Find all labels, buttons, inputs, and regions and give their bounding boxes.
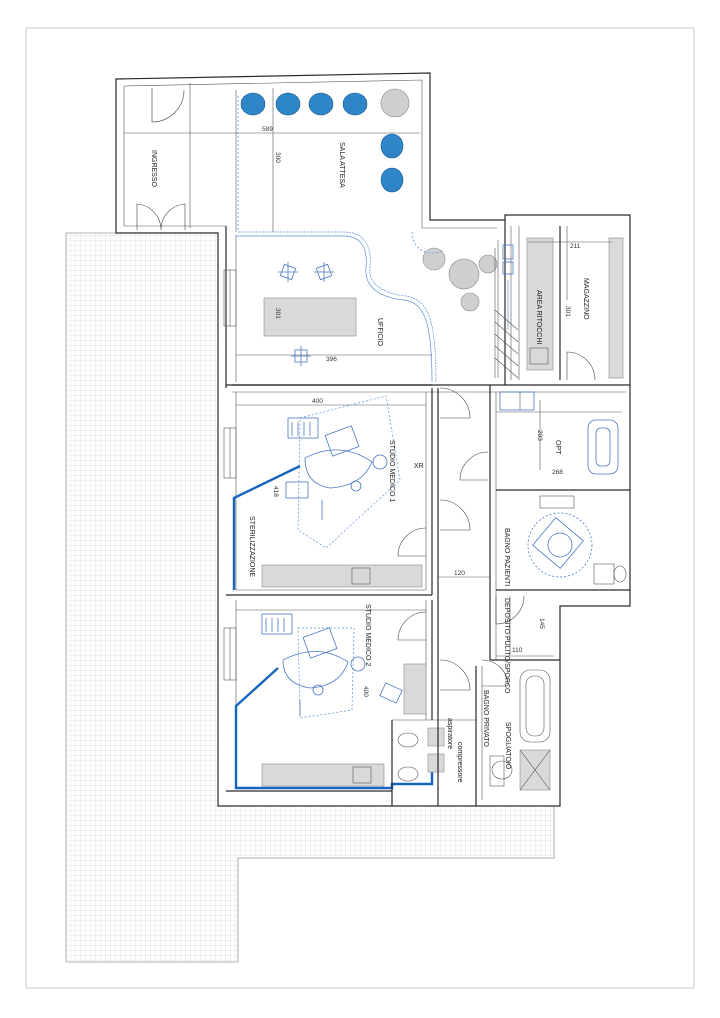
bagno-privato-door[interactable] — [481, 659, 509, 687]
magazzino-shelf — [608, 237, 624, 379]
deposito-door[interactable] — [495, 595, 525, 625]
corridor-door-3[interactable] — [439, 499, 471, 531]
dim-deposito-width: 110 — [512, 647, 523, 654]
label-aspiratore: aspiratore — [446, 718, 453, 749]
office-desk — [263, 297, 357, 337]
label-bagno-pazienti: BAGNO PAZIENTI — [503, 528, 510, 586]
label-magazzino: MAGAZZINO — [582, 278, 589, 320]
studio1-door[interactable] — [397, 527, 427, 557]
dim-ufficio-desk: 301 — [274, 308, 281, 319]
dim-studio1-depth: 418 — [272, 486, 279, 497]
corridor-door-4[interactable] — [439, 659, 471, 691]
label-area-ritocchi: AREA RITOCCHI — [535, 290, 542, 344]
technical-fixtures — [397, 727, 445, 782]
glass-partition — [236, 235, 433, 383]
dental-unit-2 — [261, 613, 403, 719]
opt-sink — [499, 391, 535, 411]
dim-magazzino-depth: 301 — [564, 306, 571, 317]
dim-deposito-depth: 145 — [538, 618, 545, 629]
dim-opt-width: 268 — [552, 469, 563, 476]
dim-sala-width: 589 — [262, 126, 273, 133]
studio1-counter — [261, 564, 423, 588]
ingresso-double-door[interactable] — [136, 203, 186, 231]
entrance-door[interactable] — [151, 88, 185, 123]
suction-pipe-1 — [232, 464, 301, 590]
shower-tray — [519, 749, 551, 791]
side-table — [380, 88, 410, 118]
opt-machine — [587, 419, 619, 475]
wheelchair-toilet — [527, 512, 593, 578]
corridor-door-2[interactable] — [459, 451, 489, 481]
bathtub — [519, 669, 551, 743]
label-studio-medico-1: STUDIO MEDICO 1 — [388, 440, 395, 502]
round-tables — [422, 247, 498, 312]
studio2-counter — [261, 763, 385, 787]
hatched-area — [494, 309, 519, 379]
dim-magazzino-width: 211 — [570, 243, 581, 250]
label-bagno-privato: BAGNO PRIVATO — [482, 690, 489, 747]
waiting-chairs — [240, 92, 404, 193]
label-ingresso: INGRESSO — [150, 150, 157, 188]
building-outline[interactable] — [115, 72, 631, 807]
office-chairs — [278, 262, 334, 366]
label-ufficio: UFFICIO — [376, 318, 383, 347]
dim-ufficio-width: 396 — [326, 356, 337, 363]
studio1-xray: XR — [414, 463, 424, 470]
dental-unit-1 — [285, 395, 401, 549]
dim-studio1-width: 400 — [312, 398, 323, 405]
label-opt: OPT — [554, 440, 561, 455]
label-sala-attesa: SALA ATTESA — [338, 142, 345, 188]
label-bagno-pazienti-text: BAGNO PAZIENTI — [503, 528, 510, 586]
corridor-door-1[interactable] — [439, 387, 471, 419]
dim-opt-depth: 203 — [536, 430, 543, 441]
dim-studio2-depth: 400 — [362, 686, 369, 697]
spogliatoio-sink — [489, 755, 513, 787]
label-compressore: compressore — [456, 742, 463, 783]
label-studio-medico-2: STUDIO MEDICO 2 — [364, 604, 371, 666]
label-deposito: DEPOSITO PULITO/SPORCO — [503, 598, 510, 694]
studio2-side-cabinet — [403, 663, 427, 715]
studio2-door[interactable] — [397, 611, 427, 641]
sheet-border — [25, 27, 695, 989]
dim-corridor: 120 — [454, 570, 465, 577]
label-spogliatoio: SPOGLIATOIO — [504, 722, 511, 770]
dim-sala-depth: 300 — [274, 152, 281, 163]
label-sterilizzazione: STERILIZZAZIONE — [248, 516, 255, 577]
